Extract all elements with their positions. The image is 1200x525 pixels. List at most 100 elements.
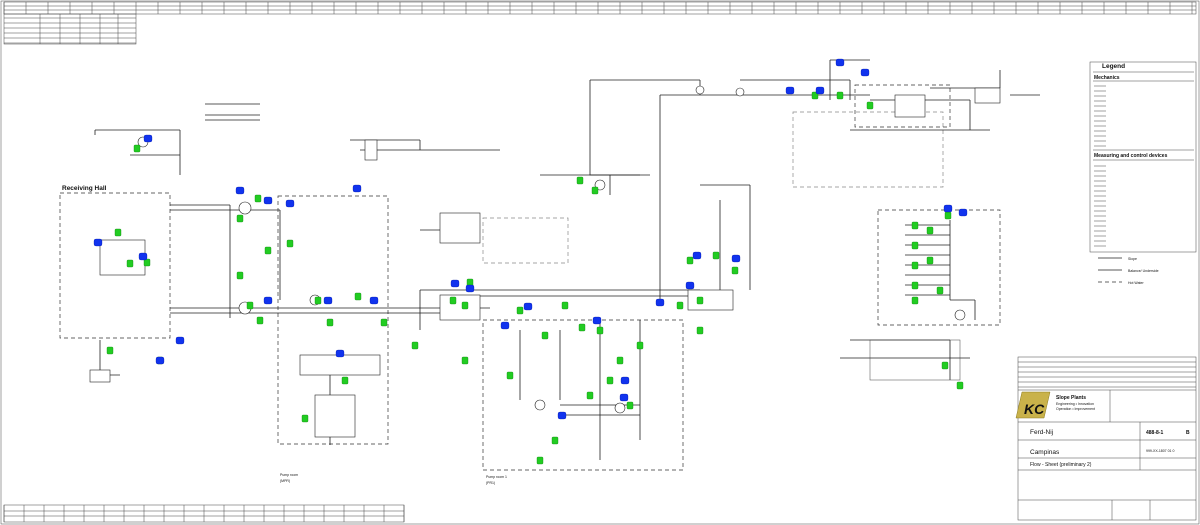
line-type-slope: Slope: [1128, 257, 1137, 261]
instrument-tag-green: [591, 186, 599, 195]
legend-mechanics-title: Mechanics: [1094, 75, 1120, 81]
instrument-tag-green: [461, 356, 469, 365]
company-sub2: Operation • Improvement: [1056, 407, 1095, 411]
distribution-area: [877, 209, 1001, 326]
instrument-tag-blue: [958, 208, 968, 217]
instrument-tag-green: [696, 296, 704, 305]
dosing-vessel: [364, 139, 378, 161]
instrument-tag-green: [354, 292, 362, 301]
instrument-tag-green: [606, 376, 614, 385]
line-type-hot-water: Hot Water: [1128, 281, 1144, 285]
instrument-tag-blue: [731, 254, 741, 263]
instrument-tag-blue: [93, 238, 103, 247]
receiving-pump: [89, 369, 111, 383]
pump-4: [534, 399, 546, 411]
instrument-tag-green: [133, 144, 141, 153]
instrument-tag-green: [731, 266, 739, 275]
instrument-tag-green: [911, 221, 919, 230]
instrument-tag-green: [686, 256, 694, 265]
pump-room-left-label: Pump room: [280, 473, 298, 477]
instrument-tag-green: [956, 381, 964, 390]
instrument-tag-blue: [138, 252, 148, 261]
tank-area-gray: [482, 217, 569, 264]
legend-measuring-title: Measuring and control devices: [1094, 153, 1168, 159]
instrument-tag-green: [941, 361, 949, 370]
instrument-tag-blue: [335, 349, 345, 358]
right-lower-unit: [869, 339, 961, 381]
instrument-tag-green: [106, 346, 114, 355]
instrument-tag-green: [811, 91, 819, 100]
instrument-tag-green: [461, 301, 469, 310]
right-gray-area: [792, 111, 944, 188]
instrument-tag-blue: [500, 321, 510, 330]
instrument-tag-green: [626, 401, 634, 410]
instrument-tag-green: [936, 286, 944, 295]
instrument-tag-green: [836, 91, 844, 100]
instrument-tag-blue: [450, 279, 460, 288]
instrument-tag-green: [616, 356, 624, 365]
instrument-tag-green: [576, 176, 584, 185]
revision-table-bottom: [3, 504, 405, 523]
instrument-tag-green: [380, 318, 388, 327]
instrument-tag-green: [561, 301, 569, 310]
reference-number: 999-XX-1807 01 0: [1146, 449, 1174, 453]
line-type-balance: Balance/ Underside: [1128, 269, 1159, 273]
pump-5: [614, 402, 626, 414]
instrument-tag-blue: [235, 186, 245, 195]
instrument-tag-green: [712, 251, 720, 260]
instrument-tag-blue: [860, 68, 870, 77]
instrument-tag-green: [551, 436, 559, 445]
control-unit: [974, 87, 1001, 104]
pump-room-left-area: Pump room (MPR): [277, 195, 389, 483]
instrument-tag-blue: [620, 376, 630, 385]
instrument-tag-green: [506, 371, 514, 380]
instrument-tag-blue: [685, 281, 695, 290]
revision-letter: B: [1186, 430, 1190, 436]
drawing-title: Flow - Sheet (preliminary 2): [1030, 462, 1092, 468]
instrument-tag-green: [286, 239, 294, 248]
pump-skid: [299, 354, 381, 376]
instrument-tag-blue: [557, 411, 567, 420]
company-name: Slope Plants: [1056, 395, 1086, 401]
drawing-number: 488-8-1: [1146, 430, 1163, 436]
instrument-tag-green: [911, 261, 919, 270]
instrument-tag-blue: [785, 86, 795, 95]
instrument-tag-green: [516, 306, 524, 315]
valve-top-2: [735, 87, 745, 97]
instrument-tag-blue: [143, 134, 153, 143]
instrument-tag-green: [944, 211, 952, 220]
pump-room-vessel: [439, 294, 481, 321]
instrument-tag-green: [636, 341, 644, 350]
instrument-tag-blue: [369, 296, 379, 305]
client-name: Campinas: [1030, 449, 1060, 456]
instrument-tag-green: [246, 301, 254, 310]
heat-exchanger: [687, 289, 734, 311]
instrument-tag-green: [911, 296, 919, 305]
instrument-tag-blue: [835, 58, 845, 67]
instrument-tag-green: [586, 391, 594, 400]
pump-6: [954, 309, 966, 321]
instrument-tag-green: [236, 214, 244, 223]
instrument-tag-green: [341, 376, 349, 385]
instrument-tag-blue: [285, 199, 295, 208]
instrument-tag-green: [301, 414, 309, 423]
receiving-hall-area: Receiving Hall: [59, 185, 171, 339]
instrument-tag-green: [926, 256, 934, 265]
project-name: Ferd-Nij: [1030, 429, 1053, 436]
instrument-tag-blue: [175, 336, 185, 345]
pump-room-1-label: Pump room 1: [486, 475, 507, 479]
instrument-tag-green: [536, 456, 544, 465]
instrument-tag-blue: [263, 296, 273, 305]
piping: [94, 59, 1040, 460]
instrument-tag-green: [143, 258, 151, 267]
instrument-tag-blue: [263, 196, 273, 205]
instrument-tag-green: [254, 194, 262, 203]
svg-text:KC: KC: [1024, 401, 1045, 417]
instrument-tag-blue: [943, 204, 953, 213]
instrument-tags: [93, 58, 968, 465]
receiving-tank: [99, 239, 146, 276]
instrument-tag-green: [114, 228, 122, 237]
legend-box: Legend Mechanics Measuring and control d…: [1089, 61, 1197, 253]
instrument-tag-blue: [619, 393, 629, 402]
